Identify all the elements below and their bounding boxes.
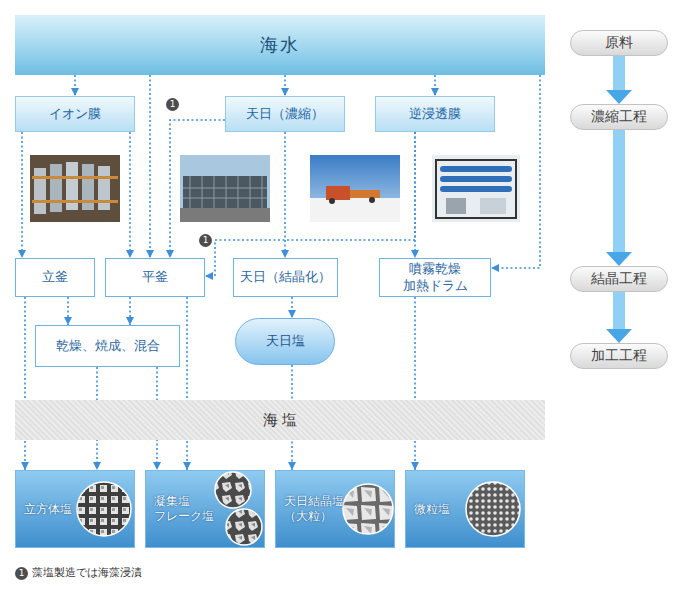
salt-micrograph xyxy=(215,472,251,508)
photo-ground xyxy=(180,208,270,222)
flow-connector xyxy=(170,120,225,258)
callout-number: 1 xyxy=(166,98,179,111)
flow-connector xyxy=(414,297,416,470)
product-box: 立方体塩 xyxy=(15,470,135,548)
photo-ground xyxy=(432,155,520,222)
photo-sky xyxy=(310,155,400,222)
flow-connector xyxy=(491,75,540,268)
product-pill: 天日塩 xyxy=(235,318,335,365)
flow-connector xyxy=(74,75,76,96)
stage-pill: 濃縮工程 xyxy=(570,104,668,130)
flow-connector xyxy=(149,75,151,258)
pipe xyxy=(32,176,118,179)
process-box: 逆浸透膜 xyxy=(375,96,495,132)
node-text: 立釜 xyxy=(42,269,68,285)
node-text: 濃縮工程 xyxy=(591,108,647,126)
step-box: 平釜 xyxy=(105,258,205,297)
process-box: イオン膜 xyxy=(15,96,135,132)
callout-number: 1 xyxy=(15,567,28,580)
callout-number: 1 xyxy=(199,234,212,247)
unit-frame xyxy=(436,160,516,218)
stage-pill: 原料 xyxy=(570,30,668,56)
step-box: 乾燥、焼成、混合 xyxy=(35,325,180,367)
ro-vessel xyxy=(440,166,512,172)
node-text: 海 塩 xyxy=(263,411,298,430)
node-text: 天日（濃縮） xyxy=(246,106,324,122)
pipe xyxy=(32,200,118,203)
flow-connector xyxy=(24,297,26,470)
category-band: 海 塩 xyxy=(15,400,545,440)
step-box: 天日（結晶化） xyxy=(233,258,338,297)
photo-sky xyxy=(180,155,270,222)
node-text: 凝集塩 フレーク塩 xyxy=(154,494,218,524)
ro-unit-photo xyxy=(432,155,520,222)
footnote: 藻塩製造では海藻浸漬 xyxy=(32,565,142,580)
harvester xyxy=(326,186,350,200)
process-box: 天日（濃縮） xyxy=(225,96,345,132)
pump xyxy=(446,198,466,214)
flow-connector xyxy=(434,75,436,96)
node-text: 結晶工程 xyxy=(591,270,647,288)
tower xyxy=(183,176,267,208)
salt-micrograph xyxy=(77,482,131,536)
ro-vessel xyxy=(440,176,512,182)
wheel xyxy=(329,198,335,204)
stage-pill: 結晶工程 xyxy=(570,266,668,292)
step-box: 噴霧乾燥 加熱ドラム xyxy=(379,258,491,297)
flow-connector xyxy=(284,75,286,96)
membrane-stack xyxy=(98,166,110,210)
node-text: 微粒塩 xyxy=(414,502,450,517)
concentration-photo xyxy=(180,155,270,222)
tower-frame xyxy=(183,176,267,208)
flow-connector xyxy=(67,297,69,325)
product-box: 微粒塩 xyxy=(405,470,525,548)
step-box: 立釜 xyxy=(15,258,95,297)
node-text: 天日（結晶化） xyxy=(240,269,331,285)
membrane-stack xyxy=(82,164,94,210)
product-box: 凝集塩 フレーク塩 xyxy=(145,470,265,548)
stage-arrow xyxy=(613,56,625,92)
node-text: 海水 xyxy=(260,34,300,57)
flow-connector xyxy=(129,297,131,325)
stage-pill: 加工工程 xyxy=(570,343,668,369)
flow-connector xyxy=(21,132,23,258)
stage-arrow xyxy=(613,292,625,331)
node-text: イオン膜 xyxy=(49,106,101,122)
flow-connector xyxy=(284,132,286,258)
node-text: 天日結晶塩 （大粒） xyxy=(284,494,348,524)
stage-arrow xyxy=(613,130,625,254)
salt-micrograph xyxy=(466,482,520,536)
node-text: 噴霧乾燥 加熱ドラム xyxy=(380,261,490,294)
salt-field-photo xyxy=(310,155,400,222)
product-box: 天日結晶塩 （大粒） xyxy=(275,470,395,548)
ion-membrane-photo xyxy=(30,155,120,222)
node-text: 加工工程 xyxy=(591,347,647,365)
photo-ground xyxy=(30,155,120,222)
flow-connector xyxy=(205,132,415,276)
node-text: 逆浸透膜 xyxy=(409,106,461,122)
flow-connector xyxy=(129,132,131,258)
salt-micrograph xyxy=(226,509,262,545)
node-text: 天日塩 xyxy=(266,333,305,349)
salt-micrograph xyxy=(343,484,393,534)
flow-connector xyxy=(291,297,293,318)
ro-vessel xyxy=(440,186,512,192)
node-text: 原料 xyxy=(605,34,633,52)
salt-ground xyxy=(310,198,400,222)
membrane-stack xyxy=(50,164,62,212)
membrane-stack xyxy=(34,168,46,214)
node-text: 乾燥、焼成、混合 xyxy=(56,338,160,354)
wheel xyxy=(369,197,375,203)
flow-connector xyxy=(186,297,188,470)
harvester xyxy=(350,190,380,198)
node-text: 平釜 xyxy=(142,269,168,285)
membrane-stack xyxy=(66,162,78,210)
source-band: 海水 xyxy=(15,15,545,75)
node-text: 立方体塩 xyxy=(24,502,72,517)
pump xyxy=(480,198,506,214)
